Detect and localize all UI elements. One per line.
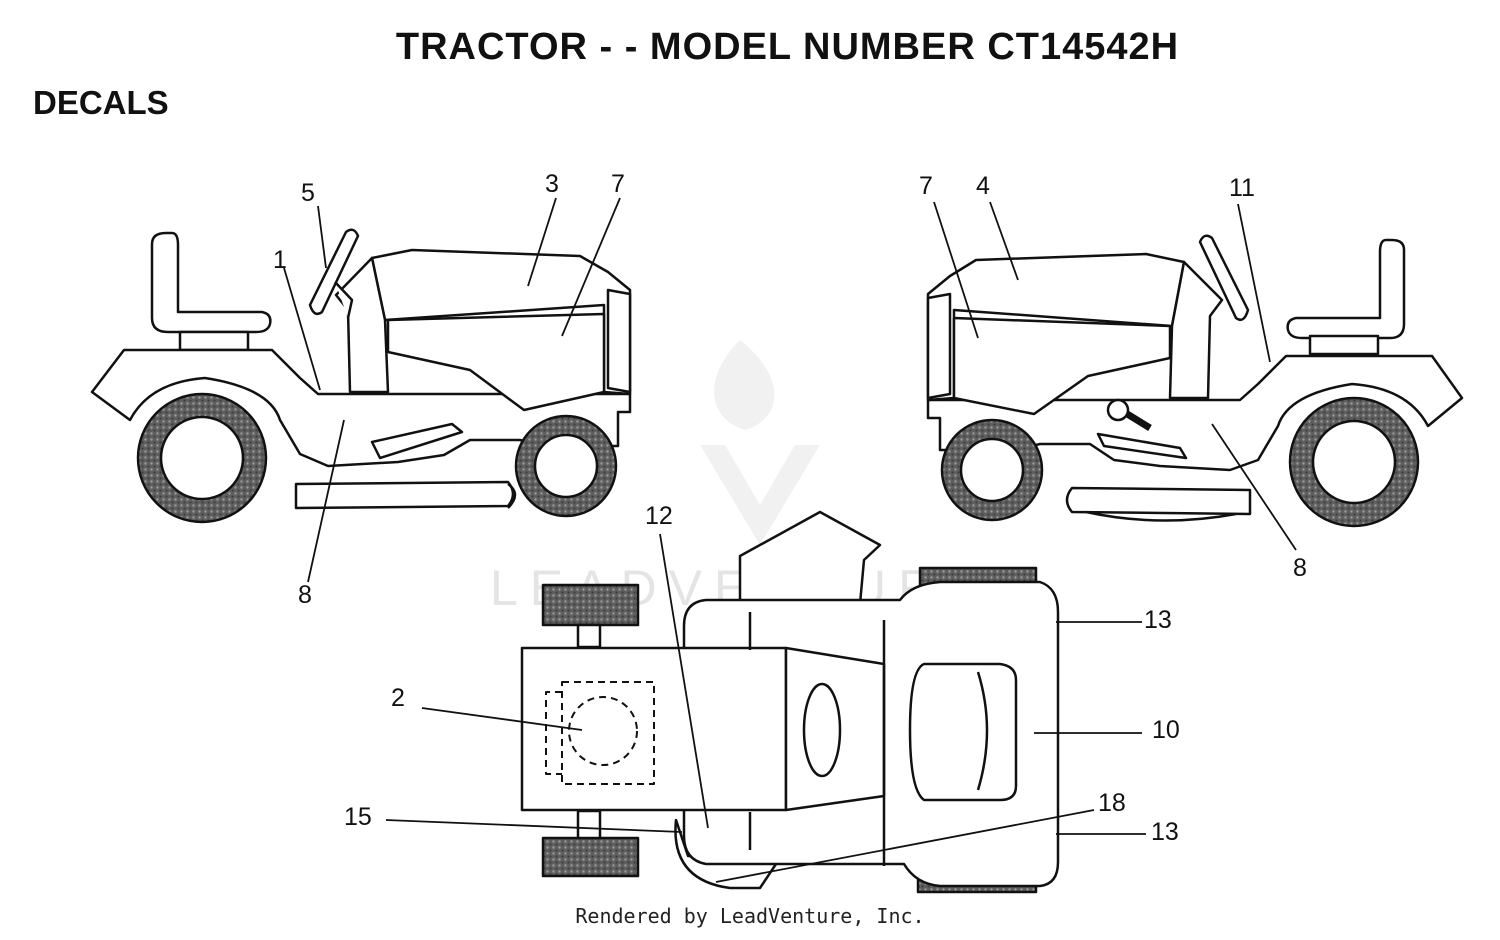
callout-4: 4 — [976, 172, 990, 200]
watermark-logo — [700, 340, 820, 545]
callout-7-left: 7 — [611, 170, 625, 198]
section-heading: DECALS — [33, 84, 169, 121]
callout-13-bottom: 13 — [1151, 818, 1179, 846]
leaders-top — [385, 533, 1146, 883]
callout-2: 2 — [391, 684, 405, 712]
callout-12: 12 — [645, 502, 673, 530]
callout-18: 18 — [1098, 789, 1126, 817]
leaders-right — [933, 201, 1297, 551]
credit-text: Rendered by LeadVenture, Inc. — [575, 904, 925, 928]
page-title: TRACTOR - - MODEL NUMBER CT14542H — [395, 26, 1180, 68]
callout-8-left: 8 — [298, 581, 312, 609]
callout-5: 5 — [301, 179, 315, 207]
tractor-top-view — [520, 510, 1060, 894]
tractor-right-side-view — [926, 234, 1464, 528]
callout-13-top: 13 — [1144, 606, 1172, 634]
callout-8-right: 8 — [1293, 554, 1307, 582]
callout-10: 10 — [1152, 716, 1180, 744]
leaders-left — [283, 197, 621, 583]
callout-11: 11 — [1229, 174, 1255, 202]
callout-3: 3 — [545, 170, 559, 198]
callout-1: 1 — [273, 246, 287, 274]
callout-15: 15 — [344, 803, 372, 831]
tractor-left-side-view — [90, 228, 632, 524]
callout-7-right: 7 — [919, 172, 933, 200]
